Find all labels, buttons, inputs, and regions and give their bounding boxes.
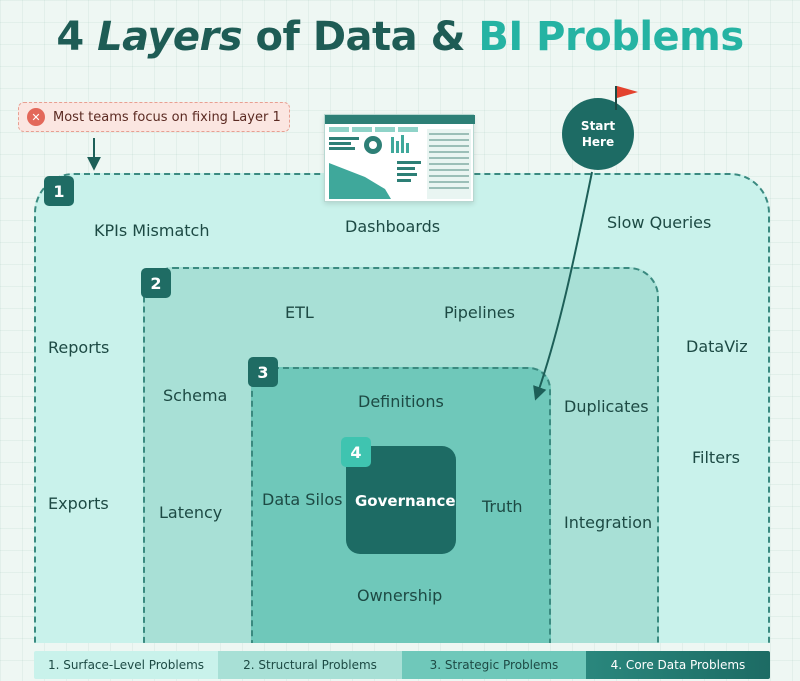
start-line-2: Here [581,135,615,149]
layer-3-item: Data Silos [262,490,343,509]
layer-3-badge: 3 [248,357,278,387]
dashboard-image-icon [325,115,475,199]
layer1-callout: ✕ Most teams focus on fixing Layer 1 [18,102,290,132]
callout-text: Most teams focus on fixing Layer 1 [53,109,281,125]
layer-2-badge: 2 [141,268,171,298]
flag-icon [615,86,638,110]
layer-3-item: Ownership [357,586,443,605]
title-part-2: Layers [97,14,243,60]
layer-1-item: Dashboards [345,217,441,236]
x-circle-icon: ✕ [27,108,45,126]
layer-3-item: Truth [482,497,523,516]
layer-1-item: Slow Queries [607,213,712,232]
layer-2-item: Latency [159,503,223,522]
title-part-1: 4 [56,14,98,60]
start-line-1: Start [580,119,616,133]
layer-legend: 1. Surface-Level Problems 2. Structural … [34,651,770,679]
layer-1-item: KPIs Mismatch [94,221,210,240]
layer-3-item: Definitions [358,392,444,411]
page-title: 4 Layers of Data & BI Problems [0,14,800,60]
layer-1-badge: 1 [44,176,74,206]
legend-item-2: 2. Structural Problems [218,651,402,679]
layer-1-item: Filters [692,448,740,467]
legend-item-4: 4. Core Data Problems [586,651,770,679]
layer-1-item: DataViz [686,337,748,356]
layer-2-item: Schema [163,386,228,405]
legend-item-1: 1. Surface-Level Problems [34,651,218,679]
start-arrow-icon [533,171,593,401]
layer-2-item: Duplicates [564,397,649,416]
layer-1-item: Exports [48,494,109,513]
layer-2-item: ETL [285,303,314,322]
layer-2-item: Pipelines [444,303,515,322]
layer-2-item: Integration [564,513,653,532]
layer-4-badge: 4 [341,437,371,467]
layer-1-item: Reports [48,338,110,357]
legend-item-3: 3. Strategic Problems [402,651,586,679]
title-part-4: BI Problems [478,14,744,60]
layer-4-item: Governance [355,492,456,510]
dashboard-thumbnail [324,114,475,202]
start-here-marker: Start Here [562,98,634,170]
title-part-3: of Data & [242,14,479,60]
